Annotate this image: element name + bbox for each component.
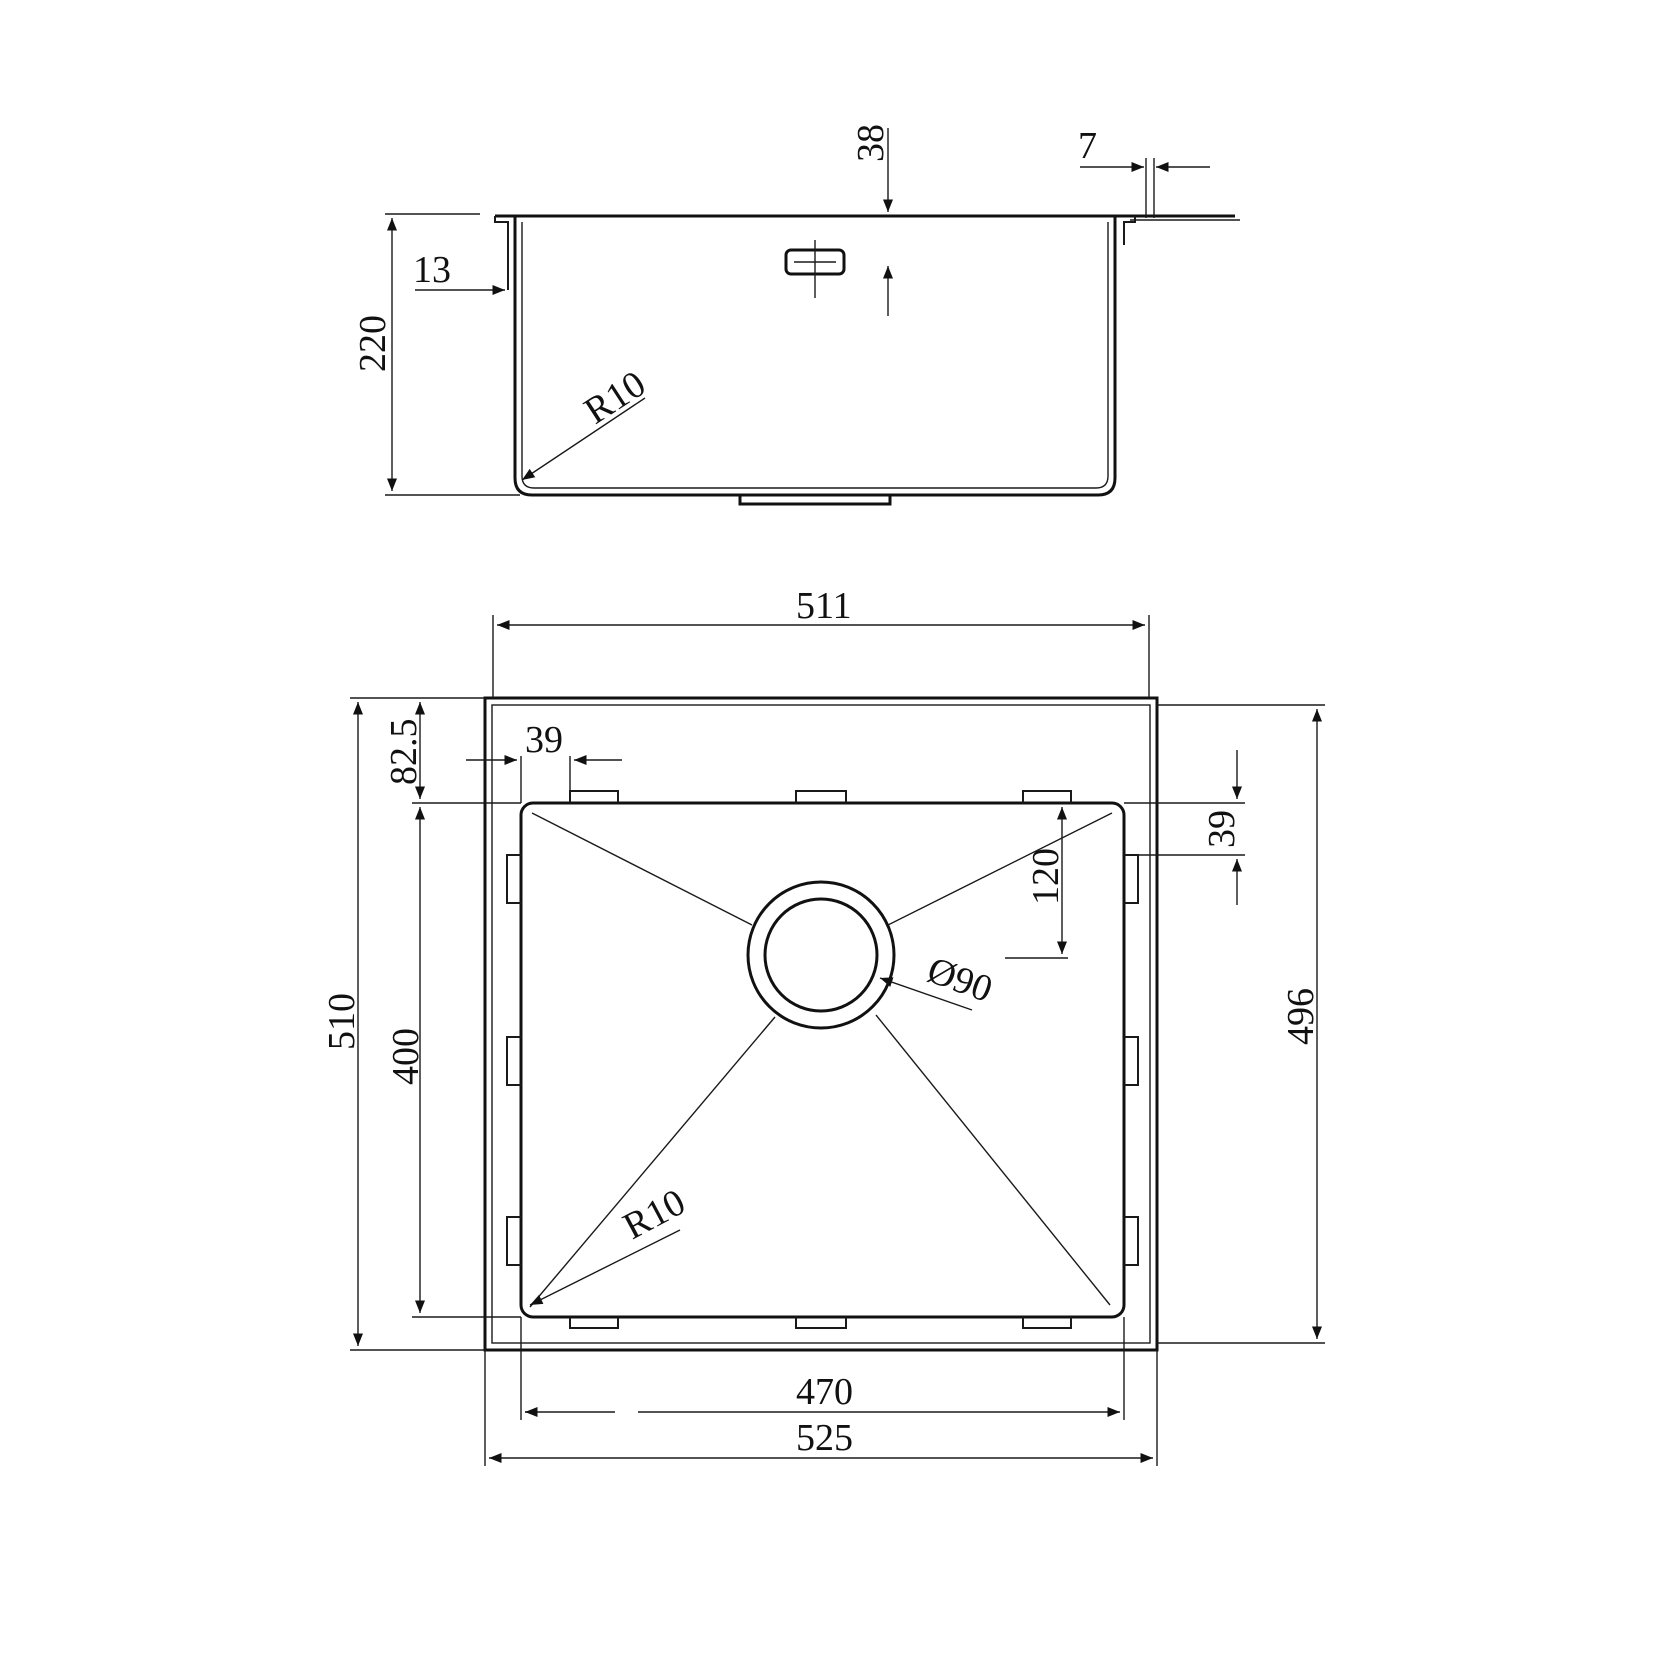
slope-line-bl [529, 1016, 776, 1308]
dim-470-label: 470 [796, 1371, 853, 1413]
top-view: 511 510 82.5 400 39 39 120 Ø90 [321, 585, 1325, 1466]
dim-511-label: 511 [796, 585, 852, 627]
clip-left-3 [506, 1216, 521, 1266]
side-r10-label: R10 [577, 363, 653, 433]
side-bowl-inner [521, 222, 1109, 489]
clip-top-2 [795, 790, 847, 803]
top-r10-leader [529, 1229, 681, 1306]
clip-bottom-1 [569, 1317, 619, 1329]
dim-400-label: 400 [385, 1028, 427, 1085]
drain-dia-label: Ø90 [922, 949, 998, 1011]
clip-bottom-3 [1022, 1317, 1072, 1329]
clip-bottom-2 [795, 1317, 847, 1329]
dim-7-label: 7 [1078, 125, 1097, 167]
clip-right-1 [1124, 854, 1139, 904]
slope-line-tl [531, 812, 753, 926]
slope-line-br [875, 1014, 1111, 1306]
outer-flange-inner [491, 704, 1151, 1344]
clip-left-1 [506, 854, 521, 904]
drain-inner-ring [763, 897, 879, 1013]
clip-right-3 [1124, 1216, 1139, 1266]
clip-right-2 [1124, 1036, 1139, 1086]
outer-flange [483, 696, 1159, 1352]
clip-left-2 [506, 1036, 521, 1086]
clip-top-3 [1022, 790, 1072, 803]
dim-38-label: 38 [850, 124, 892, 162]
drain-dia-leader [879, 977, 973, 1011]
dim-220-label: 220 [352, 315, 394, 372]
side-view: 220 13 38 7 R10 [352, 124, 1240, 506]
dim-13-label: 13 [413, 249, 451, 291]
side-r10-leader [521, 397, 646, 481]
left-clip [494, 216, 509, 290]
dim-82-label: 82.5 [383, 719, 425, 786]
clip-top-1 [569, 790, 619, 803]
dim-525-label: 525 [796, 1417, 853, 1459]
dim-510-label: 510 [321, 993, 363, 1050]
dim-120-label: 120 [1025, 848, 1067, 905]
dim-496-label: 496 [1280, 988, 1322, 1045]
dim-39a-label: 39 [525, 719, 563, 761]
right-clip [1123, 216, 1136, 245]
drain-outlet [738, 493, 892, 506]
drain-outer-ring [746, 880, 896, 1030]
bowl-outline [519, 801, 1126, 1319]
dim-39b-label: 39 [1201, 810, 1243, 848]
slope-line-tr [887, 812, 1113, 926]
